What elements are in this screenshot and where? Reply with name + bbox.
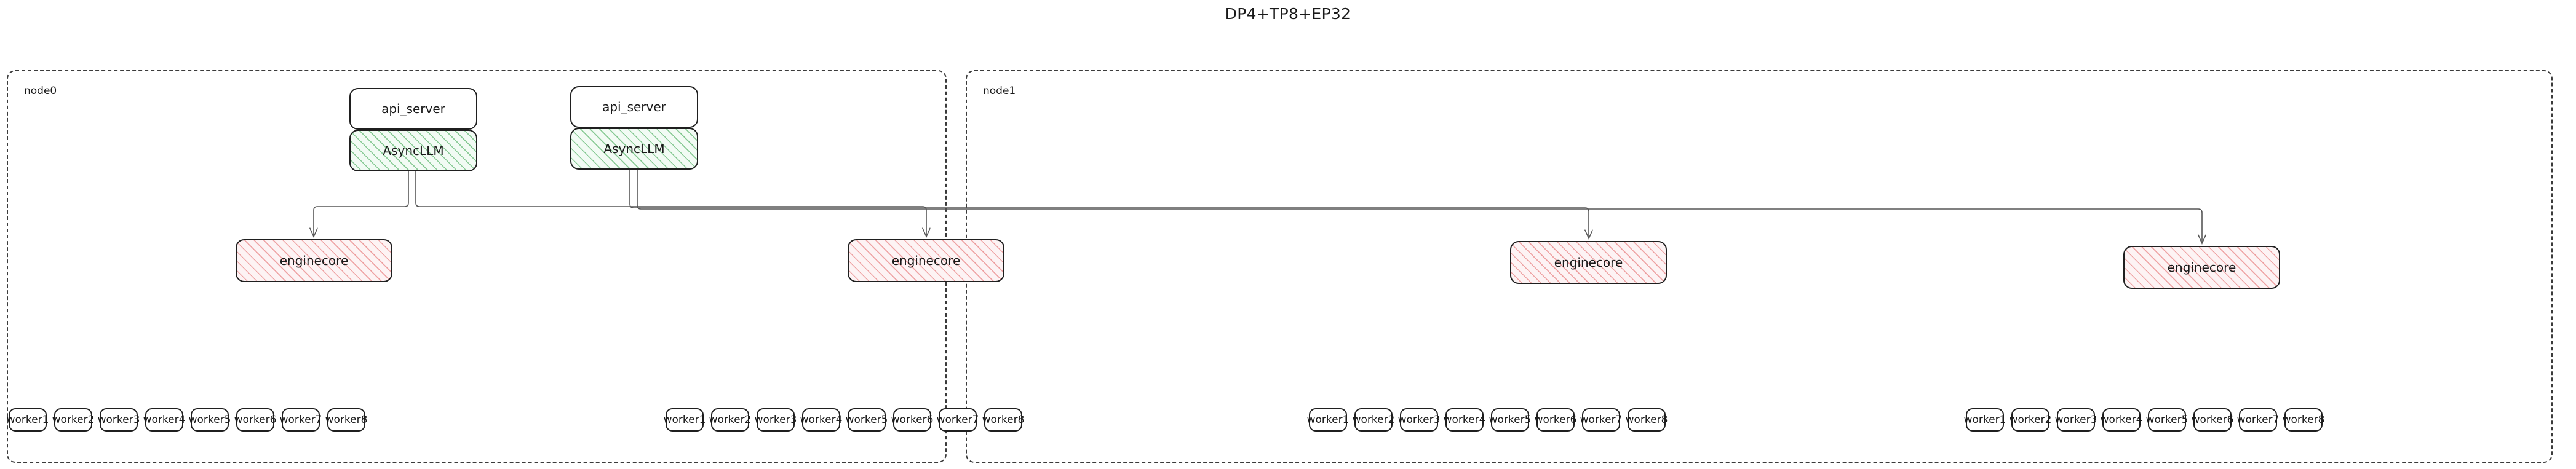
worker-box[interactable]: worker1 — [7, 408, 49, 432]
worker-box[interactable]: worker8 — [2283, 408, 2324, 432]
node-container-node1: node1 — [966, 70, 2553, 463]
worker-box[interactable]: worker4 — [2101, 408, 2142, 432]
worker-box[interactable]: worker5 — [846, 408, 888, 432]
enginecore-box-3[interactable]: enginecore — [2123, 246, 2280, 289]
worker-box[interactable]: worker6 — [234, 408, 276, 432]
enginecore-box-2[interactable]: enginecore — [1510, 241, 1667, 284]
worker-box[interactable]: worker2 — [52, 408, 94, 432]
async-llm-box-0[interactable]: AsyncLLM — [349, 130, 477, 171]
worker-box[interactable]: worker6 — [1535, 408, 1576, 432]
worker-box[interactable]: worker3 — [1398, 408, 1440, 432]
worker-box[interactable]: worker8 — [1626, 408, 1668, 432]
worker-box[interactable]: worker7 — [1580, 408, 1622, 432]
worker-box[interactable]: worker2 — [2010, 408, 2051, 432]
worker-box[interactable]: worker6 — [2192, 408, 2233, 432]
worker-box[interactable]: worker3 — [755, 408, 797, 432]
worker-box[interactable]: worker1 — [664, 408, 706, 432]
worker-box[interactable]: worker5 — [2146, 408, 2188, 432]
worker-box[interactable]: worker4 — [1444, 408, 1485, 432]
worker-box[interactable]: worker6 — [891, 408, 933, 432]
worker-box[interactable]: worker7 — [937, 408, 979, 432]
api-server-box-0[interactable]: api_server — [349, 88, 477, 130]
node-label-node1: node1 — [983, 85, 1016, 97]
node-container-node0: node0 — [7, 70, 947, 463]
worker-box[interactable]: worker1 — [1964, 408, 2006, 432]
page-title: DP4+TP8+EP32 — [1225, 5, 1351, 23]
worker-box[interactable]: worker3 — [2055, 408, 2097, 432]
worker-box[interactable]: worker2 — [1353, 408, 1394, 432]
worker-box[interactable]: worker1 — [1307, 408, 1349, 432]
worker-box[interactable]: worker4 — [800, 408, 842, 432]
worker-box[interactable]: worker7 — [280, 408, 322, 432]
worker-box[interactable]: worker8 — [325, 408, 367, 432]
worker-box[interactable]: worker7 — [2237, 408, 2279, 432]
enginecore-box-0[interactable]: enginecore — [236, 239, 392, 282]
enginecore-box-1[interactable]: enginecore — [848, 239, 1004, 282]
worker-box[interactable]: worker2 — [709, 408, 751, 432]
worker-box[interactable]: worker4 — [143, 408, 185, 432]
api-server-box-1[interactable]: api_server — [570, 86, 698, 128]
async-llm-box-1[interactable]: AsyncLLM — [570, 128, 698, 170]
worker-box[interactable]: worker5 — [1489, 408, 1531, 432]
worker-box[interactable]: worker5 — [189, 408, 231, 432]
worker-box[interactable]: worker3 — [98, 408, 140, 432]
node-label-node0: node0 — [24, 85, 57, 97]
worker-box[interactable]: worker8 — [982, 408, 1024, 432]
